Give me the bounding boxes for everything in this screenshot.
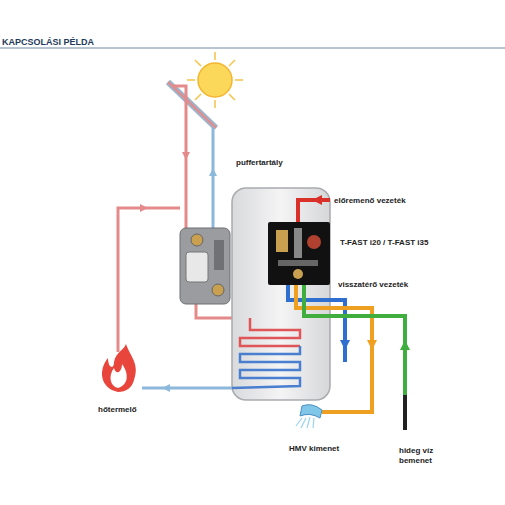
heat-source-label: hőtermelő [98,405,137,415]
cold-water-label: hideg víz bemenet [399,446,449,465]
dhw-outlet-label: HMV kimenet [289,444,339,454]
t-fast-module: T-FAST i20 / T-FAST i35 [268,222,330,285]
module-label: T-FAST i20 / T-FAST i35 [340,238,428,248]
tank-label: puffertartály [236,158,283,168]
supply-line-label: előremenő vezeték [334,196,406,206]
diagram-title: KAPCSOLÁSI PÉLDA [2,37,94,48]
return-line-label: visszatérő vezeték [338,280,408,290]
buffer-tank: puffertartályT-FAST i20 / T-FAST i35 [232,188,330,400]
module-parts [268,222,330,285]
